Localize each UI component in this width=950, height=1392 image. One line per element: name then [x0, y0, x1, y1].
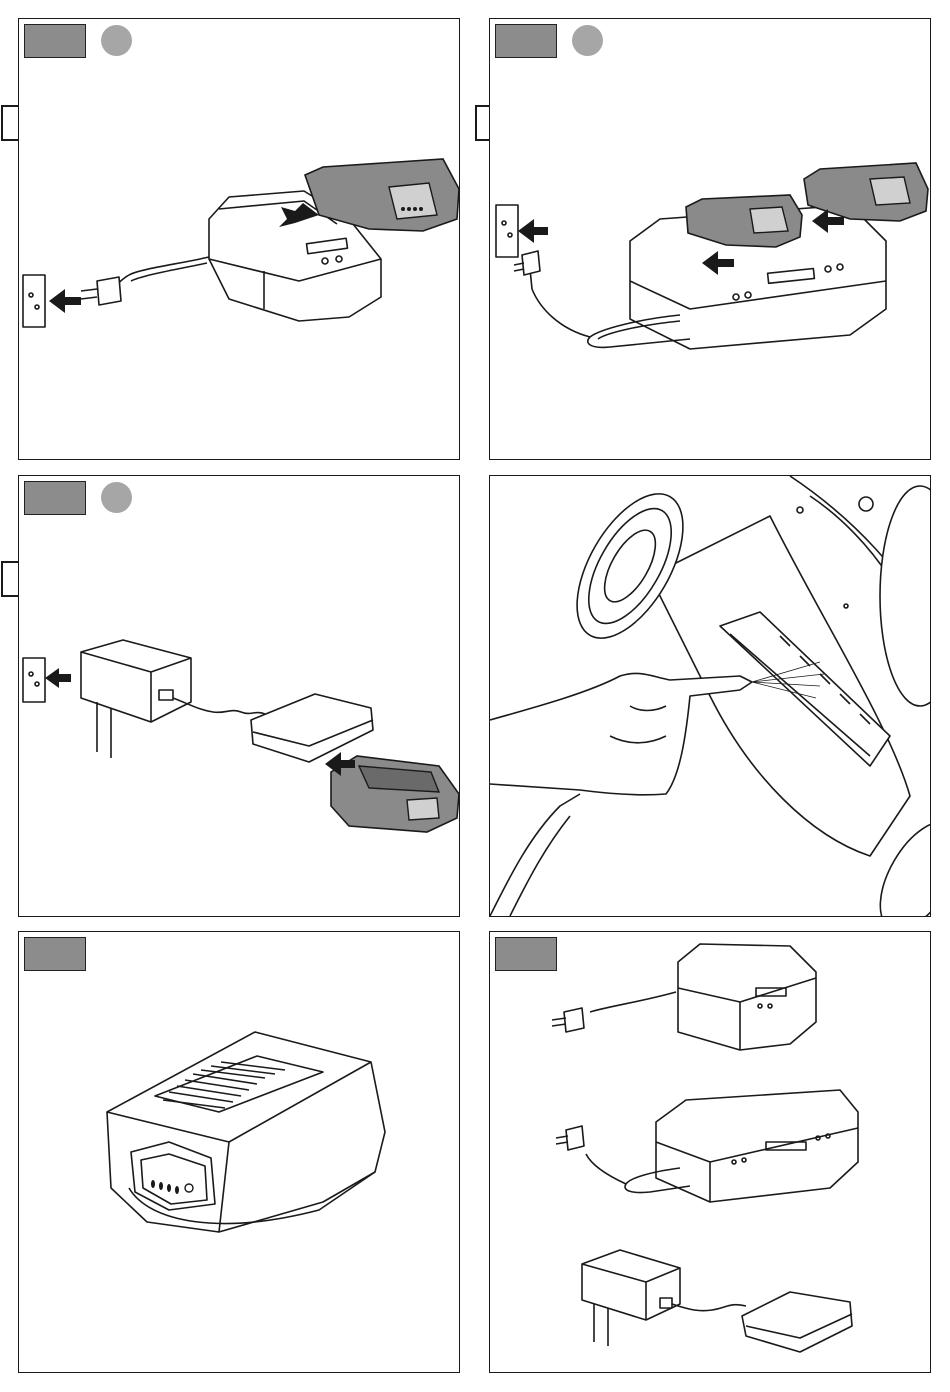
- push-arrow-icon: [45, 668, 71, 688]
- panel-charger-single-slot: [18, 18, 460, 460]
- panel-cleaning-blower: [489, 475, 931, 917]
- charger-illustration: [19, 19, 460, 460]
- charger-illustration: [490, 19, 931, 460]
- panel-charger-adapter: [18, 475, 460, 917]
- push-arrow-icon: [518, 219, 548, 243]
- push-arrow-icon: [49, 289, 81, 313]
- panel-charger-overview: [489, 931, 931, 1373]
- charger-overview-illustration: [490, 932, 931, 1373]
- panel-battery-pack: [18, 931, 460, 1373]
- charger-illustration: [19, 476, 460, 917]
- panel-charger-dual-slot: [489, 18, 931, 460]
- cleaning-illustration: [490, 476, 931, 917]
- battery-illustration: [19, 932, 460, 1373]
